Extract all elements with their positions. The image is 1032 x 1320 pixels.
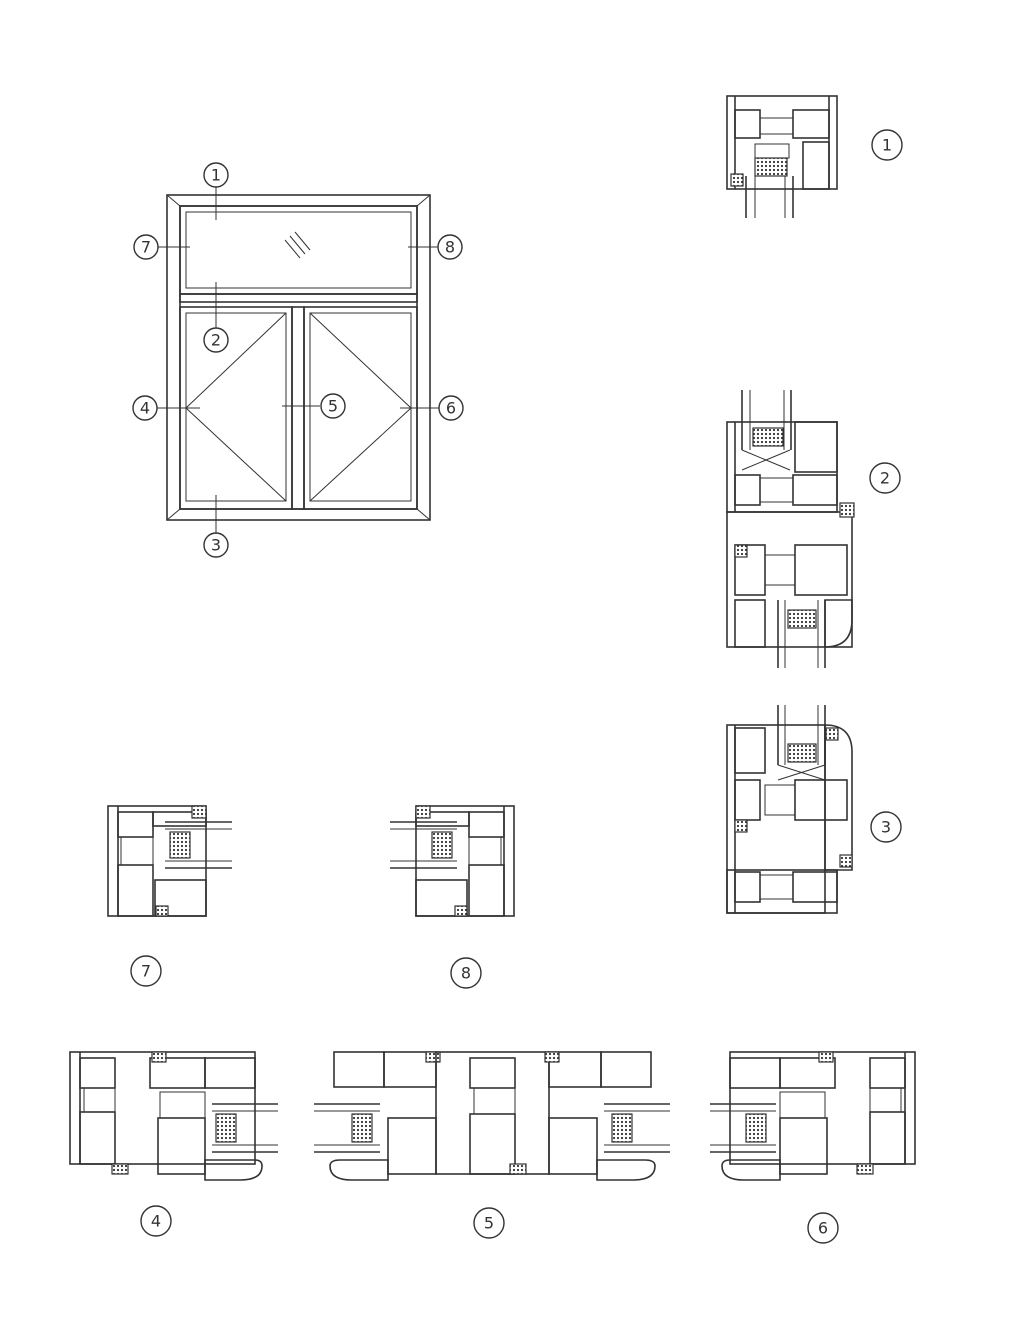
section-2-profile bbox=[726, 390, 855, 668]
section-callout-7: 7 bbox=[130, 955, 162, 987]
svg-text:5: 5 bbox=[328, 397, 338, 416]
svg-text:5: 5 bbox=[484, 1214, 494, 1233]
section-callout-1: 1 bbox=[871, 129, 903, 161]
elevation-callout-3: 3 bbox=[203, 532, 229, 558]
svg-text:6: 6 bbox=[446, 399, 456, 418]
section-3-profile bbox=[726, 705, 853, 914]
svg-text:6: 6 bbox=[818, 1219, 828, 1238]
svg-text:3: 3 bbox=[211, 536, 221, 555]
section-callout-3: 3 bbox=[870, 811, 902, 843]
section-callout-4: 4 bbox=[140, 1205, 172, 1237]
svg-text:3: 3 bbox=[881, 818, 891, 837]
section-callout-8: 8 bbox=[450, 957, 482, 989]
svg-text:8: 8 bbox=[445, 238, 455, 257]
elevation-callout-5: 5 bbox=[320, 393, 346, 419]
svg-text:7: 7 bbox=[141, 238, 151, 257]
window-elevation bbox=[157, 185, 439, 533]
section-callout-6: 6 bbox=[807, 1212, 839, 1244]
section-5-profile bbox=[314, 1051, 670, 1181]
svg-text:7: 7 bbox=[141, 962, 151, 981]
elevation-callout-8: 8 bbox=[437, 234, 463, 260]
section-callout-5: 5 bbox=[473, 1207, 505, 1239]
svg-text:2: 2 bbox=[880, 469, 890, 488]
section-8-profile bbox=[390, 805, 515, 917]
elevation-callout-1: 1 bbox=[203, 162, 229, 188]
section-6-profile bbox=[710, 1051, 916, 1181]
elevation-callout-2: 2 bbox=[203, 327, 229, 353]
section-callout-2: 2 bbox=[869, 462, 901, 494]
elevation-callout-7: 7 bbox=[133, 234, 159, 260]
section-7-profile bbox=[107, 805, 232, 917]
svg-text:2: 2 bbox=[211, 331, 221, 350]
svg-text:8: 8 bbox=[461, 964, 471, 983]
section-1-profile bbox=[726, 95, 838, 218]
section-4-profile bbox=[69, 1051, 278, 1181]
elevation-callout-6: 6 bbox=[438, 395, 464, 421]
svg-text:1: 1 bbox=[882, 136, 892, 155]
svg-text:1: 1 bbox=[211, 166, 221, 185]
svg-text:4: 4 bbox=[151, 1212, 161, 1231]
svg-text:4: 4 bbox=[140, 399, 150, 418]
elevation-callout-4: 4 bbox=[132, 395, 158, 421]
